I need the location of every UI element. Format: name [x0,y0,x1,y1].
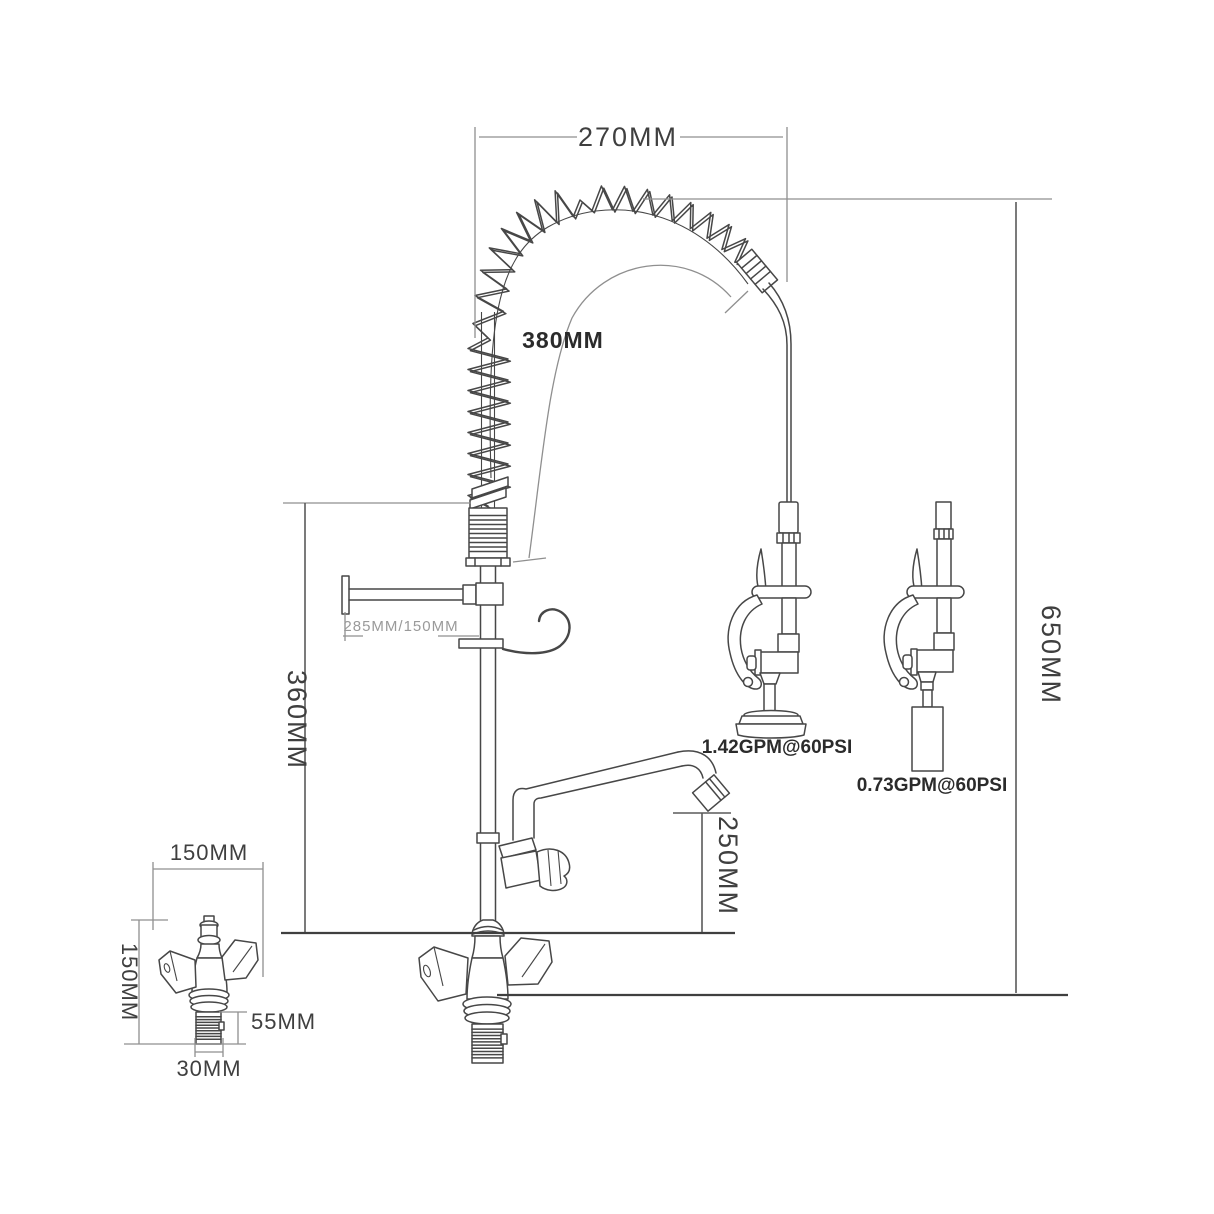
spray-lever-blade [756,548,767,592]
dim-250: 250MM [673,812,743,932]
spray-hose [762,282,792,503]
jet-elbow [914,649,954,673]
spray-lever-handle [727,594,763,690]
dim-250-label: 250MM [713,816,743,916]
addon-valve [476,832,571,892]
right-handle [504,937,553,986]
addon-spout [512,750,731,841]
dim-270: 270MM [474,122,788,338]
dim-285-150-label: 285MM/150MM [343,618,458,635]
spout-nozzle [691,774,731,812]
spray-face [735,709,807,739]
addon-knob [536,848,571,892]
spring-coil-shadow [469,187,754,509]
dim-650: 650MM [643,198,1066,993]
dim-55: 55MM [219,1009,316,1044]
dim-650-label: 650MM [1036,605,1066,705]
detail-threads [195,1016,222,1040]
dim-150-height-label: 150MM [117,943,142,1021]
spray-flow-label: 1.42GPM@60PSI [702,737,853,758]
detail-right-handle [221,939,259,981]
dim-380: 380MM [512,264,749,563]
spring-retainer [465,476,511,567]
dim-30: 30MM [176,1038,241,1081]
riser-pipe [479,312,497,923]
retainer-ribs [469,514,507,553]
spray-elbow [757,651,799,674]
dimensions: 270MM 650MM 360MM 250MM 285MM/150MM [117,122,1068,1081]
jet-cylinder [911,706,944,772]
dim-150-height: 150MM [117,919,246,1045]
hose-hook [458,608,571,655]
jet-lever-handle [883,594,919,690]
dim-30-label: 30MM [176,1056,241,1081]
jet-flow-label: 0.73GPM@60PSI [857,775,1008,796]
left-handle [418,946,469,1002]
shank-threads [471,1028,504,1059]
wall-bracket [341,575,504,615]
dim-150-width-label: 150MM [170,840,248,865]
dim-360-label: 360MM [282,670,312,770]
hose-connector [735,248,779,294]
dim-55-label: 55MM [251,1009,316,1034]
faucet-body [418,935,553,1064]
spray-grip [778,501,799,534]
pre-rinse-faucet-assembly [341,185,792,1064]
dim-380-label: 380MM [522,327,604,353]
dim-270-label: 270MM [578,122,678,152]
jet-flange [906,585,965,599]
detail-left-handle [158,950,197,994]
faucet-body-detail-view [158,915,259,1045]
spray-head-detail [727,501,812,739]
dim-150-width: 150MM [152,840,264,977]
dim-360: 360MM [282,502,471,932]
jet-lever-blade [912,548,923,592]
jet-nozzle-detail [883,501,965,772]
spray-flange [751,585,812,599]
dim-285-150: 285MM/150MM [343,612,479,641]
spring-coil [467,185,751,507]
